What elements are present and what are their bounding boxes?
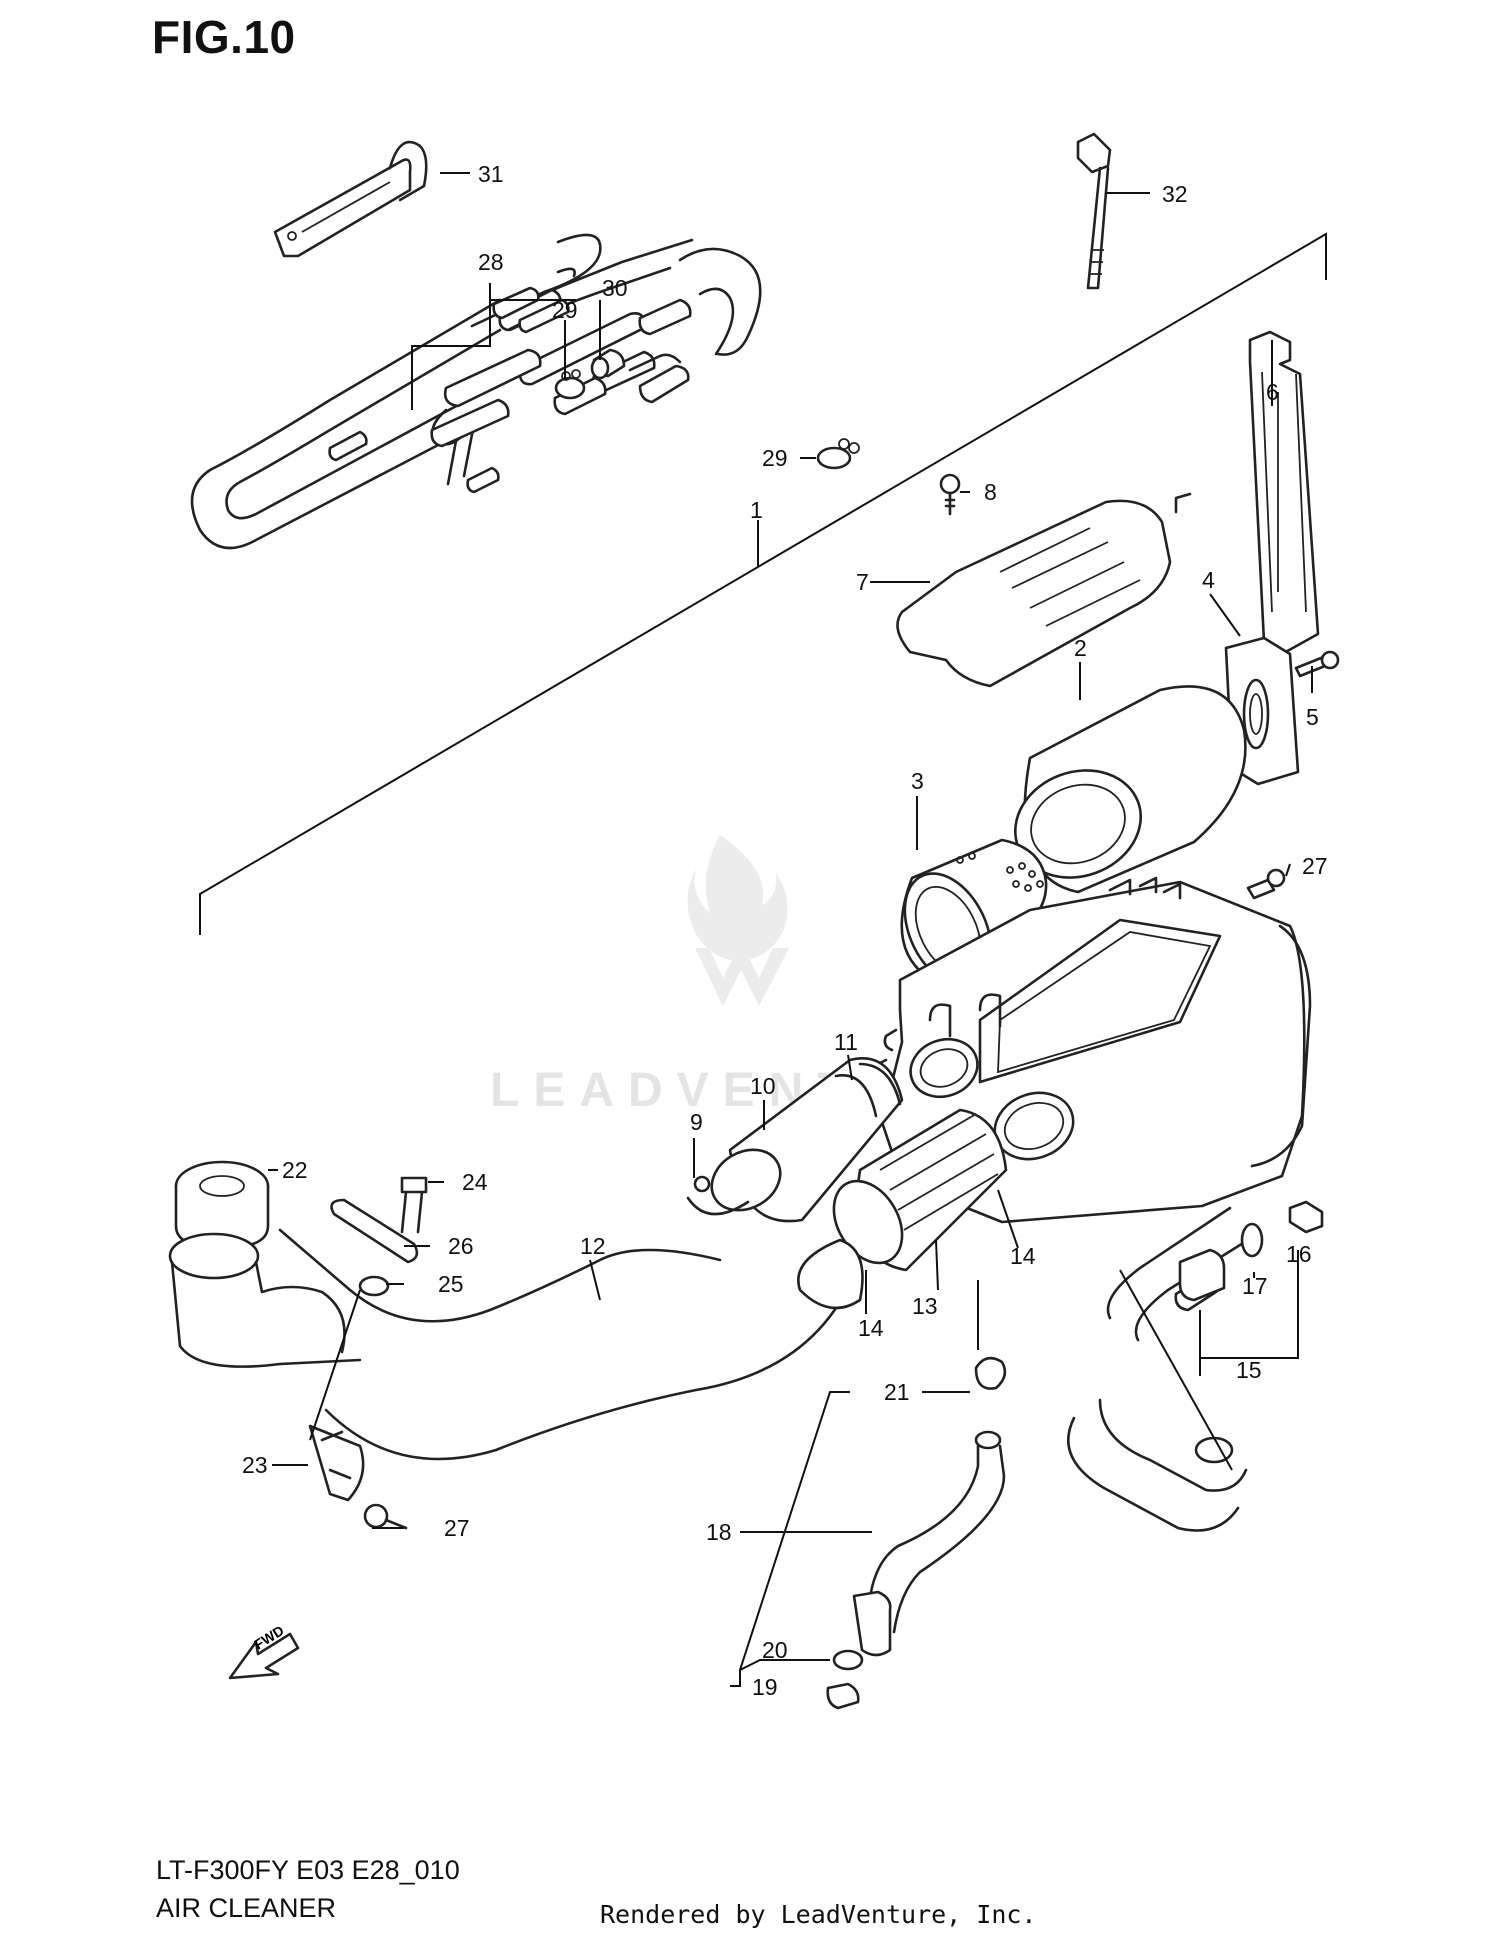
diagram-caption: AIR CLEANER [156, 1893, 337, 1923]
part-13-connector [832, 1108, 1008, 1272]
part-29-clamp-b [816, 438, 860, 470]
part-26-bracket [330, 1198, 419, 1264]
callout-13: 13 [912, 1293, 938, 1319]
part-20-clamp [832, 1649, 864, 1671]
part-22-cap [174, 1160, 270, 1250]
callout-7: 7 [856, 569, 869, 595]
part-7-cap [896, 492, 1192, 688]
part-11-port [909, 1037, 1075, 1161]
callout-14-lower: 14 [858, 1315, 884, 1341]
callout-29-lower: 29 [762, 445, 788, 471]
callout-8: 8 [984, 479, 997, 505]
callout-10: 10 [750, 1073, 776, 1099]
part-30-joint [590, 348, 626, 380]
callout-17: 17 [1242, 1273, 1268, 1299]
leader-lines [268, 172, 1313, 1687]
figure-title: FIG.10 [152, 11, 296, 63]
callout-14-right: 14 [1010, 1243, 1036, 1269]
callout-5: 5 [1306, 704, 1319, 730]
part-29-clamp [554, 369, 586, 400]
callout-29-upper: 29 [552, 297, 578, 323]
hose-assembly-28 [190, 233, 762, 550]
part-19-plug [826, 1682, 860, 1710]
callout-27-lower: 27 [444, 1515, 470, 1541]
callout-4: 4 [1202, 567, 1215, 593]
callout-26: 26 [448, 1233, 474, 1259]
part-10-intake-duct [710, 1057, 904, 1223]
callout-32: 32 [1162, 181, 1188, 207]
part-27-bolt [1246, 868, 1286, 900]
model-code: LT-F300FY E03 E28_010 [156, 1855, 460, 1885]
part-32-cable-tie [1076, 132, 1112, 290]
callout-24: 24 [462, 1169, 488, 1195]
callout-20: 20 [762, 1637, 788, 1663]
part-8-screw [939, 473, 961, 516]
callout-3: 3 [911, 768, 924, 794]
part-6-holder [1248, 330, 1320, 656]
callout-16: 16 [1286, 1241, 1312, 1267]
watermark-logo-icon [687, 835, 789, 1006]
callout-30: 30 [602, 275, 628, 301]
callout-23: 23 [242, 1452, 268, 1478]
assembly-1-bracket [199, 232, 1327, 935]
callout-22: 22 [282, 1157, 308, 1183]
part-21-clamp [974, 1356, 1007, 1390]
part-5-screw [1294, 650, 1340, 678]
part-17-clip [1240, 1222, 1264, 1258]
intake-elbow [168, 1232, 362, 1368]
part-12-intake-pipe [278, 1228, 864, 1461]
callout-12: 12 [580, 1233, 606, 1259]
callout-28: 28 [478, 249, 504, 275]
callout-19: 19 [752, 1674, 778, 1700]
part-23-stay [308, 1424, 365, 1502]
part-25-washer [358, 1275, 390, 1297]
callout-11: 11 [834, 1029, 858, 1055]
callout-labels: 1 2 3 4 5 6 7 8 9 10 11 12 13 14 14 15 1… [242, 161, 1328, 1700]
part-18-hose [852, 1430, 1006, 1657]
part-16-plug [1288, 1200, 1324, 1234]
callout-1: 1 [750, 497, 763, 523]
part-27-bolt-lower [363, 1503, 408, 1530]
callout-27-upper: 27 [1302, 853, 1328, 879]
part-9-screw [686, 1175, 750, 1216]
part-31-bracket [273, 140, 428, 258]
callout-15: 15 [1236, 1357, 1262, 1383]
part-2-filter-element [1013, 685, 1247, 894]
callout-25: 25 [438, 1271, 464, 1297]
callout-18: 18 [706, 1519, 732, 1545]
fwd-arrow-icon: FWD [228, 1622, 300, 1680]
render-credit: Rendered by LeadVenture, Inc. [600, 1900, 1037, 1929]
part-24-bolt [400, 1176, 428, 1234]
callout-31: 31 [478, 161, 504, 187]
callout-21: 21 [884, 1379, 910, 1405]
callout-6: 6 [1266, 379, 1279, 405]
part-17-tube [1178, 1248, 1226, 1302]
callout-9: 9 [690, 1109, 703, 1135]
callout-2: 2 [1074, 635, 1087, 661]
